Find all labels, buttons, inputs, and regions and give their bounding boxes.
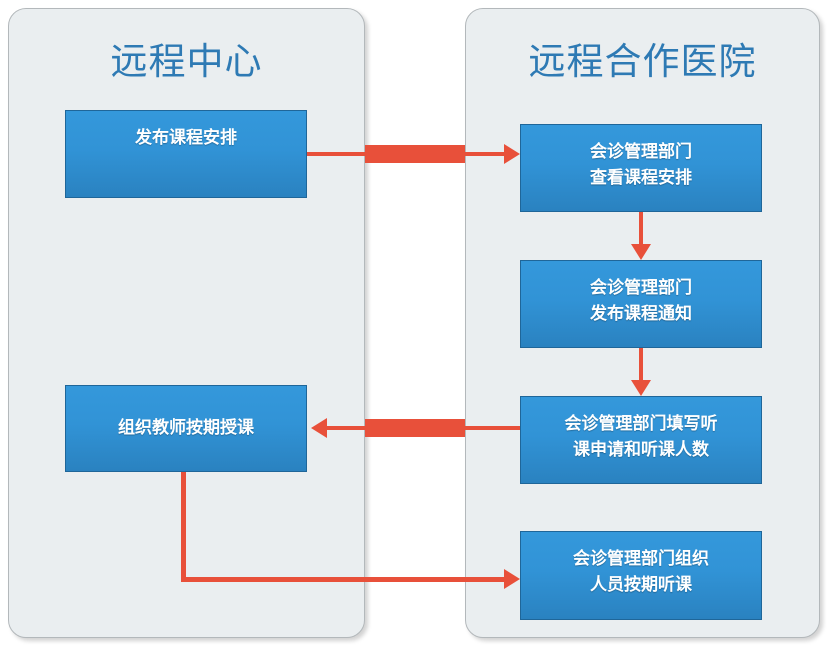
connector-view-to-notice-line xyxy=(639,212,643,246)
node-publish-schedule[interactable]: 发布课程安排 xyxy=(65,110,307,198)
connector-organize-to-attendees-vertical xyxy=(181,471,186,582)
arrowhead-view-to-notice xyxy=(631,244,651,260)
node-publish-notice[interactable]: 会诊管理部门 发布课程通知 xyxy=(520,260,762,348)
lane-title-remote-center: 远程中心 xyxy=(110,41,263,82)
node-organize-attendees[interactable]: 会诊管理部门组织 人员按期听课 xyxy=(520,531,762,620)
connector-organize-to-attendees-horizontal xyxy=(181,577,504,582)
arrowhead-notice-to-application xyxy=(631,380,651,396)
arrowhead-publish-to-view xyxy=(504,144,520,164)
arrowhead-application-to-organize xyxy=(311,418,327,438)
connector-application-to-organize-thin-right xyxy=(465,426,520,430)
connector-application-to-organize-thin-left xyxy=(327,426,367,430)
lane-remote-center: 远程中心 xyxy=(8,8,365,638)
connector-notice-to-application-line xyxy=(639,348,643,382)
connector-publish-to-view-thick xyxy=(365,145,465,163)
lane-title-partner-hospital: 远程合作医院 xyxy=(528,41,757,82)
connector-publish-to-view-thin-right xyxy=(461,152,504,156)
node-organize-teachers[interactable]: 组织教师按期授课 xyxy=(65,385,307,472)
node-view-schedule[interactable]: 会诊管理部门 查看课程安排 xyxy=(520,124,762,212)
connector-publish-to-view-thin-left xyxy=(307,152,369,156)
node-fill-application[interactable]: 会诊管理部门填写听 课申请和听课人数 xyxy=(520,396,762,484)
connector-application-to-organize-thick xyxy=(365,419,465,437)
arrowhead-organize-to-attendees xyxy=(504,569,520,589)
